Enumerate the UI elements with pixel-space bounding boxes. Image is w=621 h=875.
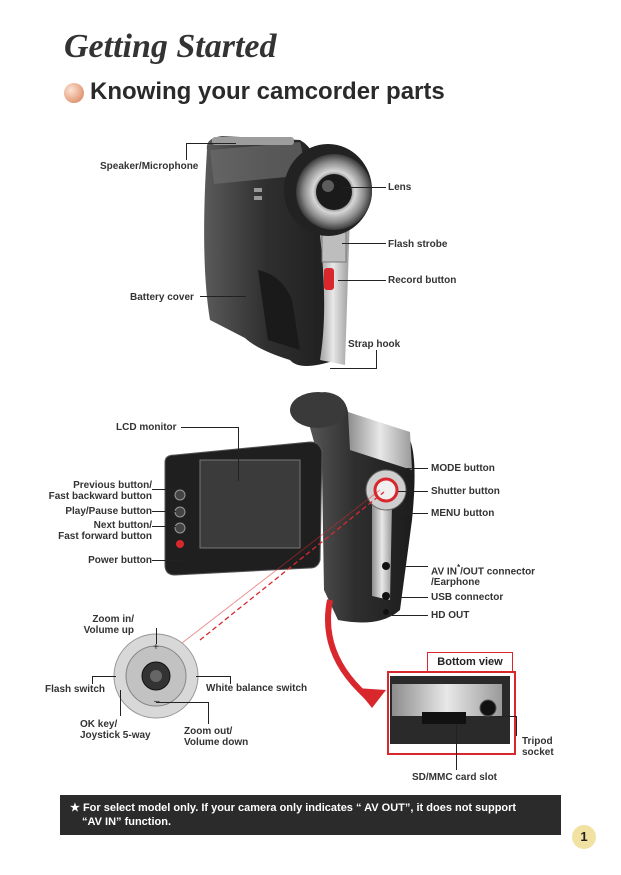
label-flash-switch: Flash switch (45, 684, 106, 695)
leader-line (398, 491, 428, 492)
label-av-connector: AV IN*/OUT connector /Earphone (431, 563, 536, 589)
leader-line (338, 280, 386, 281)
footnote-text-line2: “AV IN” function. (82, 816, 172, 828)
leader-line (392, 566, 428, 567)
leader-line (230, 676, 231, 684)
leader-line (392, 615, 428, 616)
leader-line (238, 427, 239, 481)
leader-line (120, 690, 121, 716)
leader-line (392, 597, 428, 598)
leader-line (496, 716, 516, 717)
label-lens: Lens (388, 182, 412, 193)
leader-line (92, 676, 116, 677)
bottom-view-heading: Bottom view (427, 652, 513, 672)
leader-line (200, 296, 246, 297)
footnote-text: For select model only. If your camera on… (82, 802, 517, 814)
leader-line (342, 187, 386, 188)
label-hd-out: HD OUT (431, 610, 470, 621)
leader-line (152, 511, 176, 512)
section-heading: Knowing your camcorder parts (90, 78, 445, 105)
leader-line (186, 143, 187, 160)
leader-line (196, 676, 230, 677)
leader-line (342, 243, 386, 244)
leader-line (152, 560, 182, 561)
label-speaker-microphone: Speaker/Microphone (100, 161, 199, 172)
bottom-view-frame (387, 671, 516, 755)
leader-line (208, 702, 209, 724)
leader-line (156, 702, 208, 703)
leader-line (181, 427, 239, 428)
label-battery-cover: Battery cover (130, 292, 194, 303)
label-usb-connector: USB connector (431, 592, 504, 603)
leader-line (390, 468, 428, 469)
leader-line (394, 513, 428, 514)
leader-line (156, 628, 157, 644)
page-number: 1 (572, 825, 596, 849)
leader-line (376, 350, 377, 368)
leader-line (92, 676, 93, 684)
label-shutter-button: Shutter button (431, 486, 500, 497)
label-ok-key: OK key/ Joystick 5-way (80, 719, 151, 741)
svg-text:–: – (154, 696, 160, 707)
label-tripod-socket: Tripod socket (522, 736, 554, 758)
label-zoom-out: Zoom out/ Volume down (184, 726, 249, 748)
leader-line (152, 526, 176, 527)
label-mode-button: MODE button (431, 463, 495, 474)
bullet-icon (64, 83, 84, 103)
label-previous-button: Previous button/ Fast backward button (48, 480, 152, 502)
label-record-button: Record button (388, 275, 457, 286)
footnote-box: ★ For select model only. If your camera … (60, 795, 561, 835)
page-title: Getting Started (64, 28, 277, 65)
leader-line (152, 489, 176, 490)
leader-line (330, 368, 377, 369)
label-sd-mmc-slot: SD/MMC card slot (412, 772, 498, 783)
label-next-button: Next button/ Fast forward button (58, 520, 152, 542)
label-lcd-monitor: LCD monitor (116, 422, 177, 433)
label-power-button: Power button (88, 555, 152, 566)
label-menu-button: MENU button (431, 508, 495, 519)
label-zoom-in: Zoom in/ Volume up (83, 614, 134, 636)
svg-text:+: + (153, 642, 159, 653)
label-strap-hook: Strap hook (348, 339, 401, 350)
leader-line (186, 143, 236, 144)
leader-line (516, 716, 517, 736)
leader-line (456, 724, 457, 770)
label-white-balance-switch: White balance switch (206, 683, 308, 694)
label-play-pause-button: Play/Pause button (65, 506, 152, 517)
star-icon: ★ (70, 802, 80, 814)
label-flash-strobe: Flash strobe (388, 239, 448, 250)
